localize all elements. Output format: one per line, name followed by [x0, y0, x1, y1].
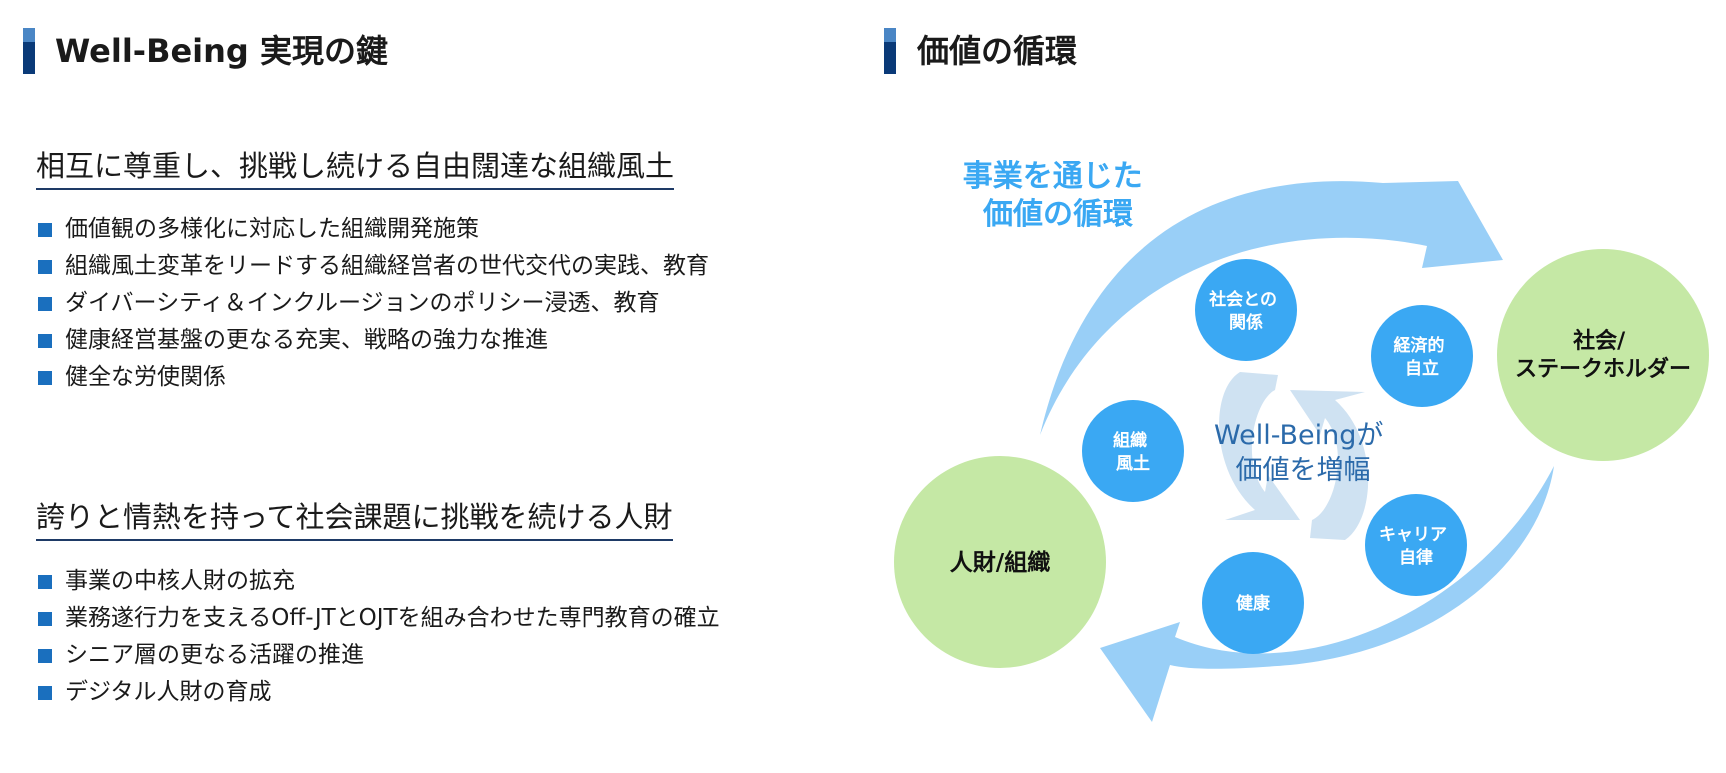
top-cycle-arrow [1040, 181, 1503, 435]
right-heading: 価値の循環 [917, 32, 1078, 70]
list-item: シニア層の更なる活躍の推進 [38, 637, 720, 674]
list-item: 業務遂行力を支えるOff-JTとOJTを組み合わせた専門教育の確立 [38, 600, 720, 637]
section-2-list: 事業の中核人財の拡充 業務遂行力を支えるOff-JTとOJTを組み合わせた専門教… [38, 563, 720, 711]
inner-arrow-right [1290, 390, 1369, 540]
bullet-square-icon [38, 223, 52, 237]
label-culture: 組織 風土 [1113, 430, 1153, 474]
center-label: Well-Beingが 価値を増幅 [1214, 420, 1392, 486]
bullet-square-icon [38, 334, 52, 348]
right-heading-bar [884, 28, 896, 74]
label-economic-independence: 経済的 自立 [1394, 335, 1451, 379]
people-label: 人財/組織 [950, 549, 1050, 576]
bullet-square-icon [38, 371, 52, 385]
bullet-square-icon [38, 260, 52, 274]
list-item: 健康経営基盤の更なる充実、戦略の強力な推進 [38, 322, 709, 359]
bullet-square-icon [38, 575, 52, 589]
bullet-square-icon [38, 686, 52, 700]
society-label: 社会/ ステークホルダー [1515, 328, 1691, 382]
small-circle-health [1202, 552, 1304, 654]
people-circle [894, 456, 1106, 668]
list-item: デジタル人財の育成 [38, 674, 720, 711]
list-item: 健全な労使関係 [38, 359, 709, 396]
cycle-label: 事業を通じた 価値の循環 [963, 159, 1153, 232]
label-social-relations: 社会との 関係 [1208, 289, 1283, 333]
section-1-list: 価値観の多様化に対応した組織開発施策 組織風土変革をリードする組織経営者の世代交… [38, 211, 709, 396]
label-career: キャリア 自律 [1379, 525, 1453, 568]
list-item: ダイバーシティ＆インクルージョンのポリシー浸透、教育 [38, 285, 709, 322]
left-heading-bar [23, 28, 35, 74]
small-circle-social-relations [1195, 259, 1297, 361]
left-heading: Well-Being 実現の鍵 [55, 32, 388, 70]
list-item: 事業の中核人財の拡充 [38, 563, 720, 600]
society-circle [1497, 249, 1709, 461]
section-2-title: 誇りと情熱を持って社会課題に挑戦を続ける人財 [36, 496, 673, 541]
section-1-title: 相互に尊重し、挑戦し続ける自由闊達な組織風土 [36, 145, 675, 190]
small-circle-culture [1082, 400, 1184, 502]
bullet-square-icon [38, 649, 52, 663]
list-item: 組織風土変革をリードする組織経営者の世代交代の実践、教育 [38, 248, 709, 285]
bullet-square-icon [38, 297, 52, 311]
label-health: 健康 [1236, 593, 1271, 614]
small-circle-economic-independence [1371, 305, 1473, 407]
bullet-square-icon [38, 612, 52, 626]
small-circle-career [1365, 494, 1467, 596]
inner-arrow-left [1219, 372, 1300, 520]
list-item: 価値観の多様化に対応した組織開発施策 [38, 211, 709, 248]
bottom-cycle-arrow [1100, 466, 1554, 722]
